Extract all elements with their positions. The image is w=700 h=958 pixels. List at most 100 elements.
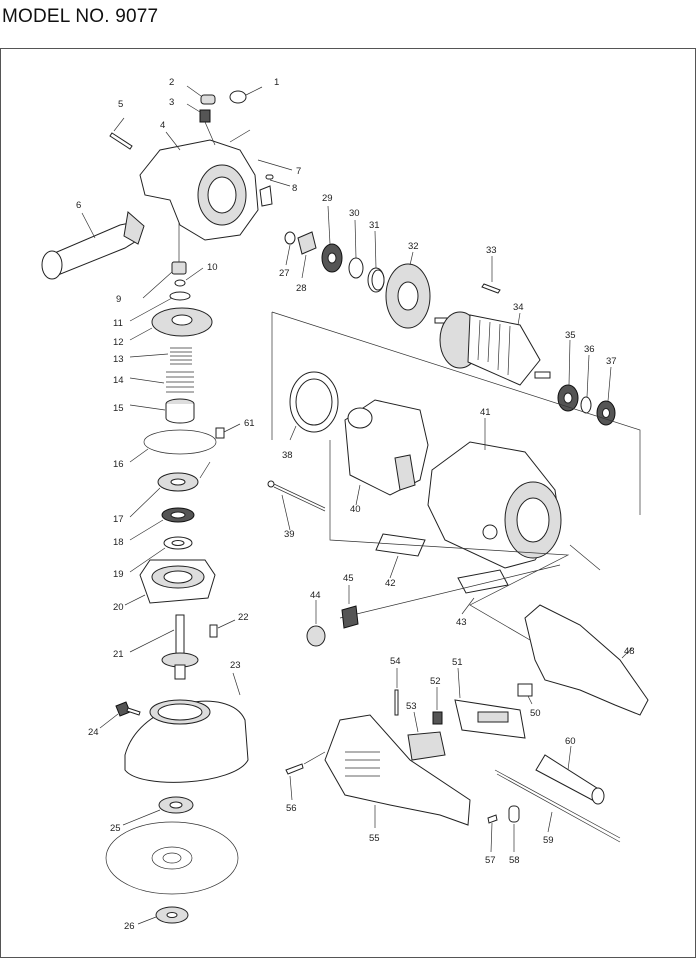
label-part-37: 37 [606, 356, 617, 367]
part-59-power-cord [494, 769, 621, 843]
part-20-bearing-box [124, 559, 216, 606]
part-45-switch-lever [341, 585, 359, 629]
part-37-ball-bearing [596, 366, 616, 426]
label-part-6: 6 [76, 200, 81, 211]
part-19-ring [129, 536, 193, 573]
label-part-17: 17 [113, 514, 124, 525]
label-part-48: 48 [624, 646, 635, 657]
label-part-26: 26 [124, 921, 135, 932]
label-part-34: 34 [513, 302, 524, 313]
part-50-terminal [517, 683, 533, 705]
part-21-spindle [129, 614, 199, 680]
label-part-38: 38 [282, 450, 293, 461]
label-part-36: 36 [584, 344, 595, 355]
part-22-screw [209, 619, 236, 638]
label-part-7: 7 [296, 166, 301, 177]
part-61-screw [215, 423, 241, 439]
label-part-40: 40 [350, 504, 361, 515]
label-part-28: 28 [296, 283, 307, 294]
label-part-15: 15 [113, 403, 124, 414]
label-part-2: 2 [169, 77, 174, 88]
label-part-54: 54 [390, 656, 401, 667]
part-58-strain-relief [508, 805, 520, 852]
label-part-24: 24 [88, 727, 99, 738]
part-41-motor-housing [427, 418, 562, 569]
part-33-screw [481, 256, 501, 294]
part-14-spring [129, 371, 194, 393]
part-2-plug [186, 85, 216, 105]
label-part-56: 56 [286, 803, 297, 814]
part-42-label [375, 533, 426, 579]
part-16-o-ring [129, 429, 217, 463]
label-part-27: 27 [279, 268, 290, 279]
part-5-screw [109, 117, 133, 150]
label-part-16: 16 [113, 459, 124, 470]
label-part-11: 11 [113, 318, 123, 329]
part-56-screw [285, 751, 326, 801]
label-part-13: 13 [113, 354, 124, 365]
label-part-21: 21 [113, 649, 124, 660]
label-part-45: 45 [343, 573, 354, 584]
page-title: MODEL NO. 9077 [2, 6, 159, 27]
part-48-rear-handle [524, 604, 649, 716]
label-part-10: 10 [207, 262, 218, 273]
part-27-nut [284, 231, 296, 266]
part-4-gear-housing [139, 121, 259, 241]
label-part-44: 44 [310, 590, 321, 601]
label-part-53: 53 [406, 701, 417, 712]
part-54-pin [394, 668, 399, 716]
label-part-50: 50 [530, 708, 541, 719]
label-part-5: 5 [118, 99, 123, 110]
label-part-8: 8 [292, 183, 297, 194]
part-39-screw [267, 480, 326, 531]
part-23-wheel-guard [124, 672, 249, 783]
part-60-cord-guard [535, 745, 605, 805]
part-18-ball-bearing [129, 507, 195, 541]
part-9-nut [142, 222, 187, 299]
part-11-washer [129, 291, 191, 322]
part-55-handle [324, 714, 471, 828]
label-part-61: 61 [244, 418, 255, 429]
part-32-fan [385, 251, 431, 329]
part-36-washer [580, 354, 592, 414]
part-34-armature [434, 311, 551, 386]
label-part-23: 23 [230, 660, 241, 671]
label-part-32: 32 [408, 241, 419, 252]
part-25-inner-flange [122, 796, 194, 826]
label-part-39: 39 [284, 529, 295, 540]
part-10-washer [174, 267, 204, 287]
part-number-labels: 1 2 3 4 5 6 7 8 9 10 11 12 13 14 15 16 1… [76, 77, 635, 932]
part-44-cap [306, 600, 326, 647]
label-part-25: 25 [110, 823, 121, 834]
part-7-8-pin-lock [257, 159, 293, 207]
label-part-35: 35 [565, 330, 576, 341]
label-part-52: 52 [430, 676, 441, 687]
part-3-spring [186, 103, 211, 123]
part-31-ring [367, 230, 385, 293]
label-part-58: 58 [509, 855, 520, 866]
part-13-spring [129, 347, 192, 365]
part-15-sleeve [129, 398, 195, 424]
label-part-51: 51 [452, 657, 463, 668]
part-43-label [457, 569, 509, 615]
part-26-lock-nut [137, 906, 189, 925]
part-17-bearing-retainer [129, 461, 211, 518]
part-6-side-handle [41, 211, 145, 280]
label-part-30: 30 [349, 208, 360, 219]
part-12-spiral-bevel-gear [129, 307, 213, 341]
label-part-22: 22 [238, 612, 249, 623]
part-38-baffle-ring [289, 371, 339, 441]
part-30-baffle-plate [348, 219, 364, 279]
label-part-33: 33 [486, 245, 497, 256]
part-28-pinion [297, 231, 317, 279]
label-part-31: 31 [369, 220, 380, 231]
part-51-switch [454, 667, 526, 739]
part-53-switch-plunger [407, 711, 446, 761]
label-part-4: 4 [160, 120, 165, 131]
part-40-field [344, 399, 429, 506]
part-52-spring [432, 687, 443, 725]
label-part-29: 29 [322, 193, 333, 204]
label-part-41: 41 [480, 407, 491, 418]
label-part-18: 18 [113, 537, 124, 548]
